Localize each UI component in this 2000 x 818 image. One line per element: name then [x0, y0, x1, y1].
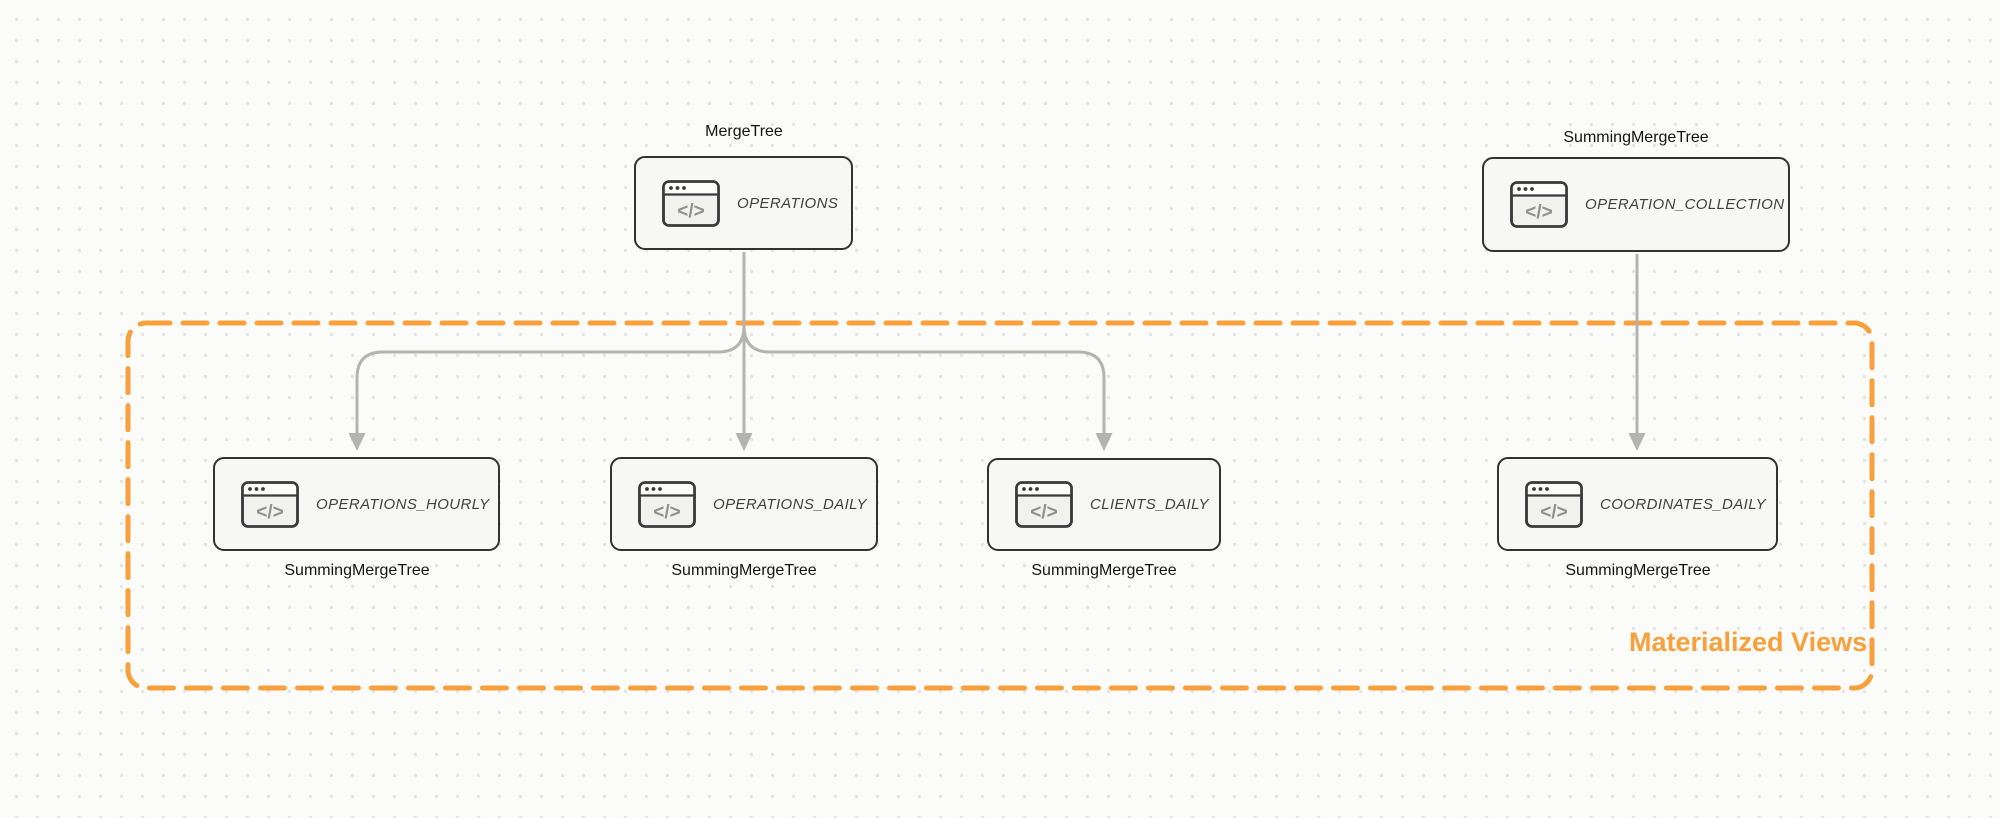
node-operations-daily[interactable]: </> OPERATIONS_DAILY: [610, 457, 878, 551]
code-window-icon: </>: [1015, 481, 1073, 528]
node-operations-hourly[interactable]: </> OPERATIONS_HOURLY: [213, 457, 500, 551]
node-operation-collection-label: OPERATION_COLLECTION: [1585, 196, 1785, 213]
node-operation-collection[interactable]: </> OPERATION_COLLECTION: [1482, 157, 1790, 252]
node-operations[interactable]: </> OPERATIONS: [634, 156, 853, 250]
arrow-operations-to-operations-hourly: [355, 252, 746, 433]
node-operations-hourly-label: OPERATIONS_HOURLY: [316, 495, 490, 513]
svg-text:</>: </>: [256, 502, 283, 523]
svg-text:</>: </>: [677, 201, 704, 222]
materialized-views-region: [125, 320, 1875, 691]
svg-text:</>: </>: [1540, 502, 1567, 523]
materialized-views-caption: Materialized Views: [1629, 627, 1868, 657]
node-clients-daily[interactable]: </> CLIENTS_DAILY: [987, 458, 1221, 551]
node-operations-label: OPERATIONS: [737, 194, 839, 212]
engine-label-operations: MergeTree: [705, 123, 783, 140]
node-coordinates-daily[interactable]: </> COORDINATES_DAILY: [1497, 457, 1778, 551]
arrowhead-operations-daily: [735, 433, 753, 451]
engine-label-operation-collection: SummingMergeTree: [1563, 129, 1709, 146]
svg-text:</>: </>: [1030, 502, 1057, 523]
arrowhead-operations-hourly: [348, 433, 366, 451]
code-window-icon: </>: [1525, 480, 1583, 528]
engine-label-clients-daily: SummingMergeTree: [1031, 562, 1177, 579]
svg-text:</>: </>: [1525, 202, 1552, 223]
code-window-icon: </>: [638, 480, 696, 528]
code-window-icon: </>: [241, 480, 299, 528]
engine-label-operations-daily: SummingMergeTree: [671, 562, 817, 579]
node-clients-daily-label: CLIENTS_DAILY: [1090, 496, 1209, 513]
arrowhead-clients-daily: [1095, 433, 1113, 451]
code-window-icon: </>: [662, 179, 720, 227]
svg-text:</>: </>: [653, 502, 680, 523]
node-operations-daily-label: OPERATIONS_DAILY: [713, 495, 867, 513]
engine-label-operations-hourly: SummingMergeTree: [284, 562, 430, 579]
engine-label-coordinates-daily: SummingMergeTree: [1565, 562, 1711, 579]
code-window-icon: </>: [1510, 181, 1568, 228]
arrow-operations-to-clients-daily: [742, 252, 1106, 433]
node-coordinates-daily-label: COORDINATES_DAILY: [1600, 495, 1767, 513]
arrowhead-coordinates-daily: [1628, 433, 1646, 451]
